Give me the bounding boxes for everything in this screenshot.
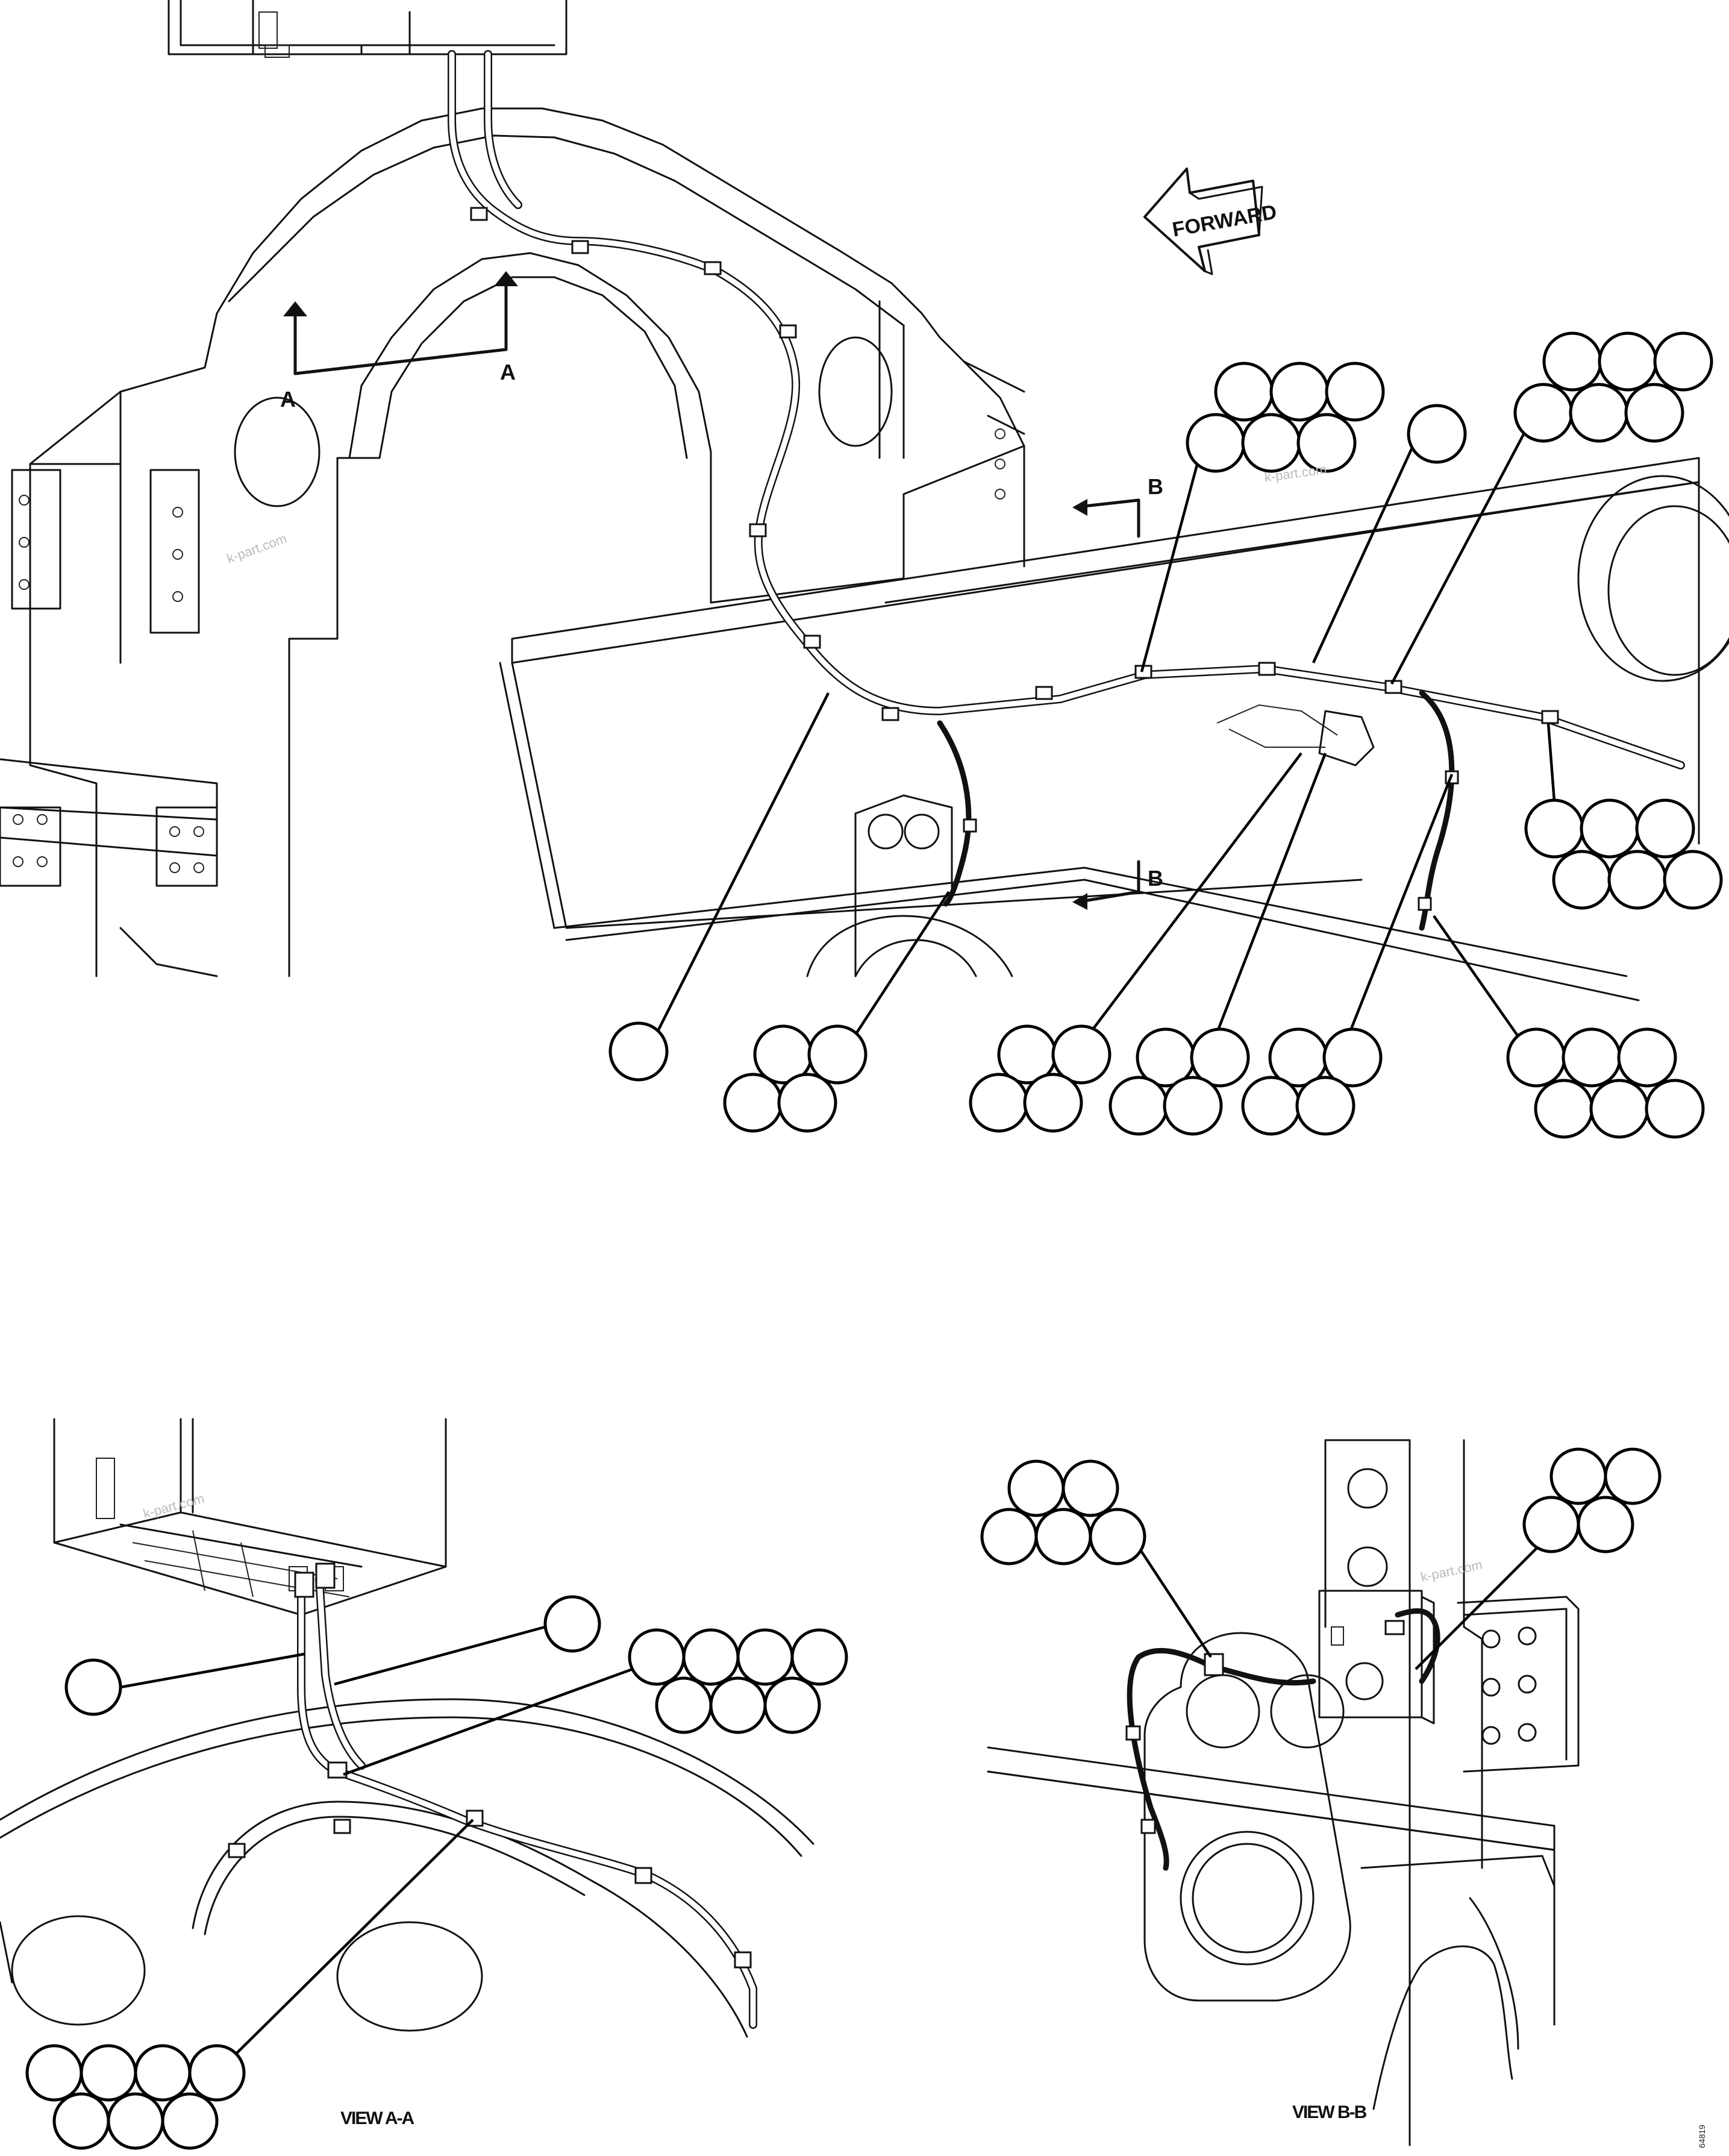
view-a-balloons	[25, 1595, 848, 2150]
watermark-view-a: k-part.com	[142, 1491, 206, 1521]
view-b-leaders	[1134, 1541, 1543, 1670]
leader-lines-main	[655, 421, 1556, 1050]
drawing-number: 64819	[1697, 2125, 1707, 2148]
watermark-view-b: k-part.com	[1419, 1557, 1484, 1585]
view-b-b: k-part.com VIEW B-B	[980, 1439, 1662, 2146]
view-a-a: k-part.com VIEW A-A	[0, 1418, 848, 2150]
view-a-hoses	[228, 1562, 757, 2029]
view-a-leaders	[120, 1625, 633, 2062]
view-a-label: VIEW A-A	[340, 2108, 414, 2128]
view-b-structure	[987, 1439, 1580, 2146]
view-b-label: VIEW B-B	[1292, 2102, 1367, 2122]
hose-harness	[448, 50, 1685, 931]
left-bracket	[0, 469, 218, 977]
arch-frame	[29, 107, 1025, 977]
view-a-fender	[0, 1698, 814, 2038]
forward-arrow: FORWARD	[1143, 168, 1278, 275]
view-a-control-box	[53, 1418, 447, 1616]
view-b-balloons	[980, 1447, 1662, 1565]
control-box	[167, 0, 567, 58]
balloon-group-main	[608, 331, 1723, 1139]
section-a-label-left: A	[280, 387, 296, 412]
section-arrow-a: A A	[280, 271, 518, 412]
watermark-main-1: k-part.com	[225, 531, 289, 566]
section-arrow-b: B B	[1072, 474, 1163, 910]
main-view: A A B B FORWARD	[0, 0, 1729, 1139]
section-b-label-bottom: B	[1148, 866, 1163, 891]
view-b-hoses	[1125, 1608, 1440, 1871]
forward-label: FORWARD	[1171, 201, 1278, 242]
frame-rail	[499, 457, 1729, 1001]
section-b-label-top: B	[1148, 474, 1163, 499]
section-a-label-right: A	[500, 360, 516, 384]
